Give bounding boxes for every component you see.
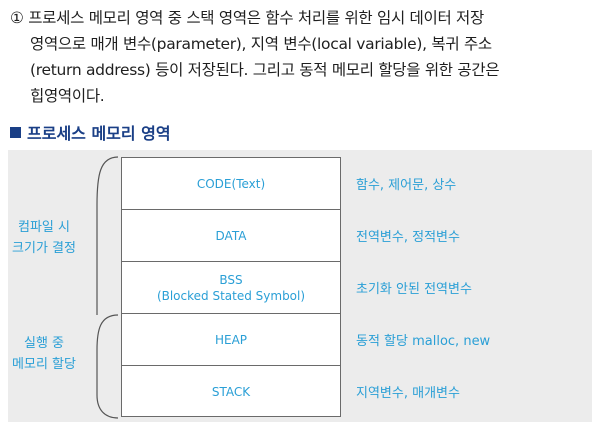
group-label-runtime: 실행 중 메모리 할당 bbox=[4, 333, 84, 375]
paragraph-line-1: ① 프로세스 메모리 영역 중 스택 영역은 함수 처리를 위한 임시 데이터 … bbox=[10, 9, 484, 27]
paragraph-line-3: (return address) 등이 저장된다. 그리고 동적 메모리 할당을… bbox=[30, 61, 500, 79]
segment-heap: HEAP bbox=[122, 314, 340, 366]
segment-stack-label: STACK bbox=[211, 385, 251, 399]
segment-bss-sublabel: (Blocked Stated Symbol) bbox=[156, 288, 306, 303]
group-runtime-line2: 메모리 할당 bbox=[12, 357, 76, 372]
paragraph-line-4: 힙영역이다. bbox=[30, 87, 105, 105]
segment-bss-label: BSS bbox=[219, 272, 243, 287]
desc-data: 전역변수, 정적변수 bbox=[356, 229, 460, 245]
segment-stack: STACK bbox=[122, 366, 340, 418]
paragraph-line-2: 영역으로 매개 변수(parameter), 지역 변수(local varia… bbox=[30, 35, 492, 53]
memory-stack: CODE(Text) DATA BSS (Blocked Stated Symb… bbox=[121, 157, 341, 417]
segment-heap-label: HEAP bbox=[214, 332, 248, 347]
segment-data-label: DATA bbox=[215, 228, 247, 243]
section-heading: 프로세스 메모리 영역 bbox=[10, 118, 171, 146]
group-compile-line2: 크기가 결정 bbox=[12, 241, 76, 256]
bracket-compile bbox=[96, 156, 119, 315]
desc-bss: 초기화 안된 전역변수 bbox=[356, 281, 472, 297]
intro-paragraph: ① 프로세스 메모리 영역 중 스택 영역은 함수 처리를 위한 임시 데이터 … bbox=[10, 5, 592, 109]
segment-code-label: CODE(Text) bbox=[196, 176, 266, 191]
group-compile-line1: 컴파일 시 bbox=[18, 220, 70, 235]
section-heading-title: 프로세스 메모리 영역 bbox=[27, 124, 171, 143]
segment-code: CODE(Text) bbox=[122, 158, 340, 210]
segment-bss: BSS (Blocked Stated Symbol) bbox=[122, 262, 340, 314]
segment-data: DATA bbox=[122, 210, 340, 262]
desc-heap: 동적 할당 malloc, new bbox=[356, 333, 491, 349]
group-label-compile: 컴파일 시 크기가 결정 bbox=[4, 217, 84, 259]
group-runtime-line1: 실행 중 bbox=[23, 336, 64, 351]
bracket-runtime bbox=[96, 314, 119, 419]
desc-code: 함수, 제어문, 상수 bbox=[356, 177, 457, 193]
desc-stack: 지역변수, 매개변수 bbox=[356, 385, 460, 401]
square-bullet-icon bbox=[10, 126, 21, 138]
